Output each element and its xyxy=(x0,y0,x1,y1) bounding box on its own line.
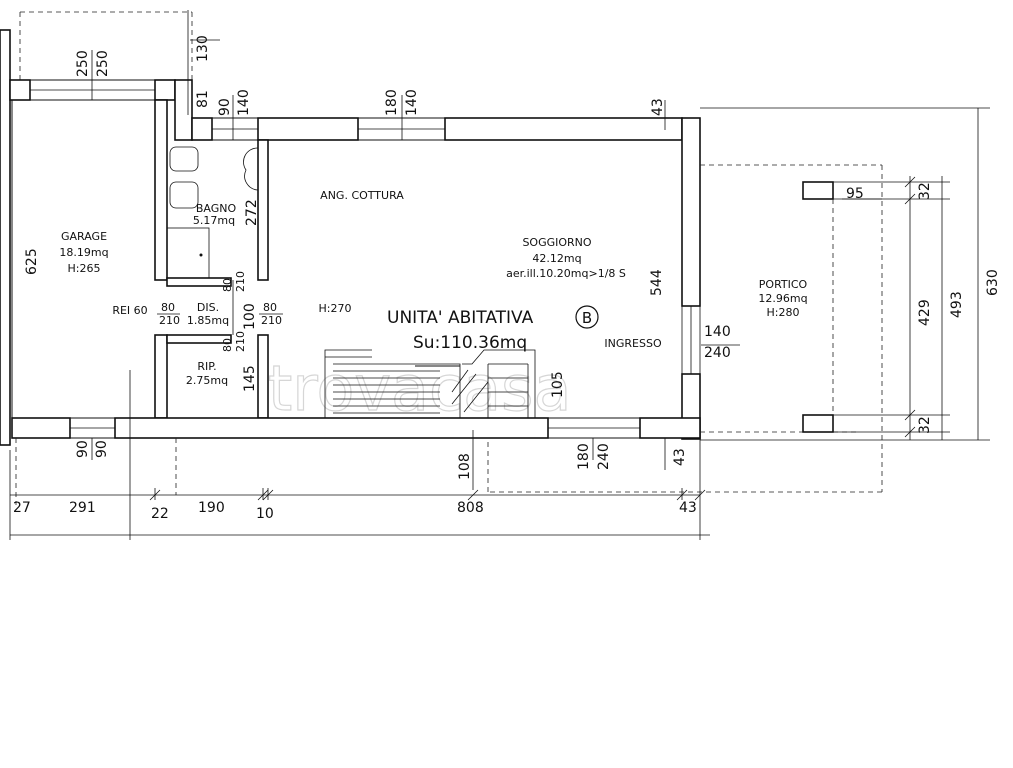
living-height: H:270 xyxy=(319,302,352,315)
bath-fixtures xyxy=(166,146,259,279)
bagno-area: 5.17mq xyxy=(193,214,235,227)
dim-south-a: 180 xyxy=(576,443,592,470)
dim-32-bottom: 32 xyxy=(917,416,933,434)
dim-garage-top-b: 250 xyxy=(95,50,111,77)
stairs xyxy=(324,349,536,418)
dim-43-top: 43 xyxy=(650,98,666,116)
dim-entry-b: 240 xyxy=(704,345,731,361)
dim-108: 108 xyxy=(457,453,473,480)
dim-32-top: 32 xyxy=(917,182,933,200)
dim-dis-right-b: 210 xyxy=(261,314,282,327)
portico-name: PORTICO xyxy=(759,278,808,291)
garage-height: H:265 xyxy=(68,262,101,275)
dim-garage-top-a: 250 xyxy=(75,50,91,77)
dim-95: 95 xyxy=(846,186,864,202)
watermark-text: trovacasa xyxy=(268,352,571,425)
dis-area: 1.85mq xyxy=(187,314,229,327)
room-labels: GARAGE 18.19mq H:265 BAGNO 5.17mq DIS. 1… xyxy=(59,189,807,387)
dim-130: 130 xyxy=(195,35,211,62)
dim-rei-a: 80 xyxy=(161,301,175,314)
dim-bottom-27: 27 xyxy=(13,500,31,516)
dim-bath-a: 90 xyxy=(217,98,233,116)
dim-liv-side: 544 xyxy=(649,269,665,296)
dim-bottom-190: 190 xyxy=(198,500,225,516)
dim-dis-top-a: 80 xyxy=(221,278,234,292)
dim-bath-side: 272 xyxy=(244,199,260,226)
dim-dis-low-b: 210 xyxy=(234,331,247,352)
dim-garage-side: 625 xyxy=(24,248,40,275)
dim-bottom-b: 90 xyxy=(94,440,110,458)
dim-bottom-22: 22 xyxy=(151,506,169,522)
dim-stair: 105 xyxy=(550,371,566,398)
walls xyxy=(0,29,834,446)
cottura-name: ANG. COTTURA xyxy=(320,189,404,202)
dim-south-b: 240 xyxy=(596,443,612,470)
soggiorno-name: SOGGIORNO xyxy=(522,236,591,249)
portico-area: 12.96mq xyxy=(758,292,807,305)
rei-label: REI 60 xyxy=(112,304,147,317)
unit-letter-circle xyxy=(575,305,599,329)
top-dashed-outline xyxy=(19,11,193,80)
opening-dimensions: 250 250 90 140 180 140 272 80 210 80 210… xyxy=(24,50,731,480)
garage-area: 18.19mq xyxy=(59,246,108,259)
soggiorno-area: 42.12mq xyxy=(532,252,581,265)
dimension-lines xyxy=(9,10,990,540)
dim-rei-b: 210 xyxy=(159,314,180,327)
bagno-name: BAGNO xyxy=(196,202,237,215)
outer-dimensions: 130 81 43 27 291 22 190 10 808 43 95 32 … xyxy=(13,35,1001,522)
rip-area: 2.75mq xyxy=(186,374,228,387)
dim-dis-low-a: 80 xyxy=(221,338,234,352)
dim-429: 429 xyxy=(917,299,933,326)
dim-bottom-a: 90 xyxy=(75,440,91,458)
dim-43-right: 43 xyxy=(672,448,688,466)
dim-liv-b: 140 xyxy=(404,89,420,116)
rip-name: RIP. xyxy=(197,360,216,373)
dim-bottom-43: 43 xyxy=(679,500,697,516)
portico-dashed-outline xyxy=(15,164,883,505)
dim-liv-a: 180 xyxy=(384,89,400,116)
portico-height: H:280 xyxy=(767,306,800,319)
dim-493: 493 xyxy=(949,291,965,318)
dim-bottom-291: 291 xyxy=(69,500,96,516)
unit-letter: B xyxy=(582,309,592,327)
dim-81: 81 xyxy=(195,90,211,108)
dis-name: DIS. xyxy=(197,301,219,314)
unit-title-text: UNITA' ABITATIVA xyxy=(387,308,534,328)
garage-name: GARAGE xyxy=(61,230,107,243)
unit-title: UNITA' ABITATIVA B Su:110.36mq xyxy=(387,305,599,353)
dim-rip-h: 145 xyxy=(242,365,258,392)
dim-dis-h: 100 xyxy=(242,303,258,330)
dim-dis-top-b: 210 xyxy=(234,271,247,292)
ingresso-label: INGRESSO xyxy=(604,337,662,350)
dim-bottom-10: 10 xyxy=(256,506,274,522)
soggiorno-light: aer.ill.10.20mq>1/8 S xyxy=(506,267,626,280)
dim-bath-b: 140 xyxy=(236,89,252,116)
dim-entry-a: 140 xyxy=(704,324,731,340)
dim-bottom-808: 808 xyxy=(457,500,484,516)
dim-dis-right-a: 80 xyxy=(263,301,277,314)
dim-630: 630 xyxy=(985,269,1001,296)
unit-area: Su:110.36mq xyxy=(413,333,527,353)
